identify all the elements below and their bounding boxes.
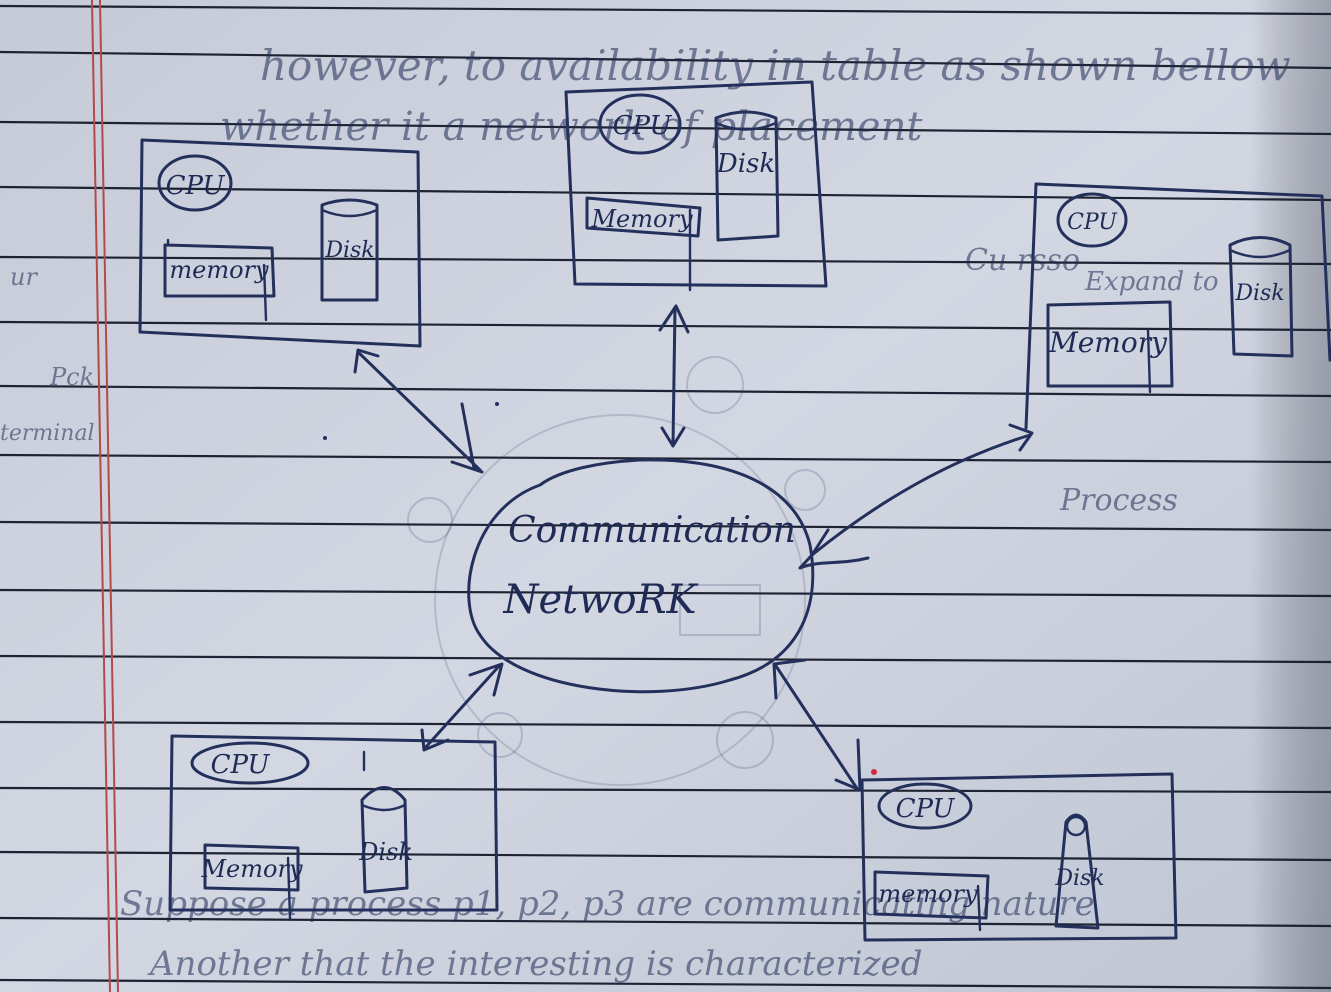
disk-label: Disk [1234,281,1284,306]
ghost-top-line2: whether it a network of placement [220,104,923,150]
node-box [564,80,828,288]
communication-network: Communication NetwoRK [467,458,815,694]
ghost-top-line1: however, to availability in table as sho… [260,41,1291,90]
ghost-bottom-line2: Another that the interesting is characte… [147,944,922,984]
margin-line-outer [91,0,111,992]
red-dot-mark [871,769,877,775]
node-box [1024,182,1331,430]
cpu-label: CPU [1067,210,1118,235]
page-edge-shadow [1250,0,1331,992]
node-box [168,734,499,912]
cpu-label: CPU [211,750,271,780]
cpu-label: CPU [166,171,226,201]
node-bottom-right: CPU memory Disk [860,772,1178,942]
disk-label: Disk [358,838,413,866]
arrow-top-center [658,304,690,448]
node-top-right: CPU Memory Disk [1024,182,1331,430]
cpu-circle [877,782,973,830]
ghost-left-fragment-3: terminal [0,421,95,446]
node-box [138,138,422,348]
cpu-circle [598,93,682,155]
connectors [353,304,1034,792]
disk-cylinder [1228,236,1294,358]
node-bottom-left: CPU Memory Disk [168,734,499,920]
ghost-left-fragment-2: Pck [49,363,94,391]
memory-box [1046,300,1174,388]
memory-box [585,196,702,238]
cpu-label: CPU [896,794,956,824]
arrow-bottom-right [772,658,862,792]
ruled-lines [0,4,1331,990]
memory-label: memory [878,880,978,908]
memory-label: Memory [200,855,302,883]
cpu-label: CPU [613,111,673,141]
arrow-top-left [353,348,484,474]
ghost-right-fragment-4: Expand to [1084,267,1219,297]
disk-label: Disk [324,238,374,263]
ghost-bleed-text: however, to availability in table as sho… [0,41,1291,984]
disk-label: Disk [1054,866,1104,891]
memory-box [873,870,990,920]
node-top-left: CPU memory Disk [138,138,422,348]
disk-label: Disk [716,149,775,179]
arrow-top-right [798,423,1034,570]
memory-label: Memory [1048,326,1168,359]
cpu-circle [157,154,233,212]
node-top-center: CPU Memory Disk [564,80,828,292]
cpu-circle [190,741,310,785]
ghost-right-fragment-3: Process [1059,483,1178,518]
cpu-circle [1056,192,1128,248]
disk-cylinder [714,110,780,242]
network-label-line1: Communication [508,510,796,551]
margin-line-inner [99,0,119,992]
disk-cylinder [1054,813,1100,930]
ghost-left-fragment-1: ur [10,263,38,291]
memory-box [163,243,276,298]
network-label-line2: NetwoRK [502,577,698,623]
node-box [860,772,1178,942]
disk-cylinder [320,198,379,302]
arrow-bottom-left [420,662,504,752]
memory-label: memory [169,256,269,284]
ghost-right-fragment-1: Cu rsso [965,243,1080,278]
memory-label: Memory [590,205,692,233]
memory-box [203,843,300,892]
disk-cylinder [360,786,409,894]
network-ellipse [467,458,815,694]
